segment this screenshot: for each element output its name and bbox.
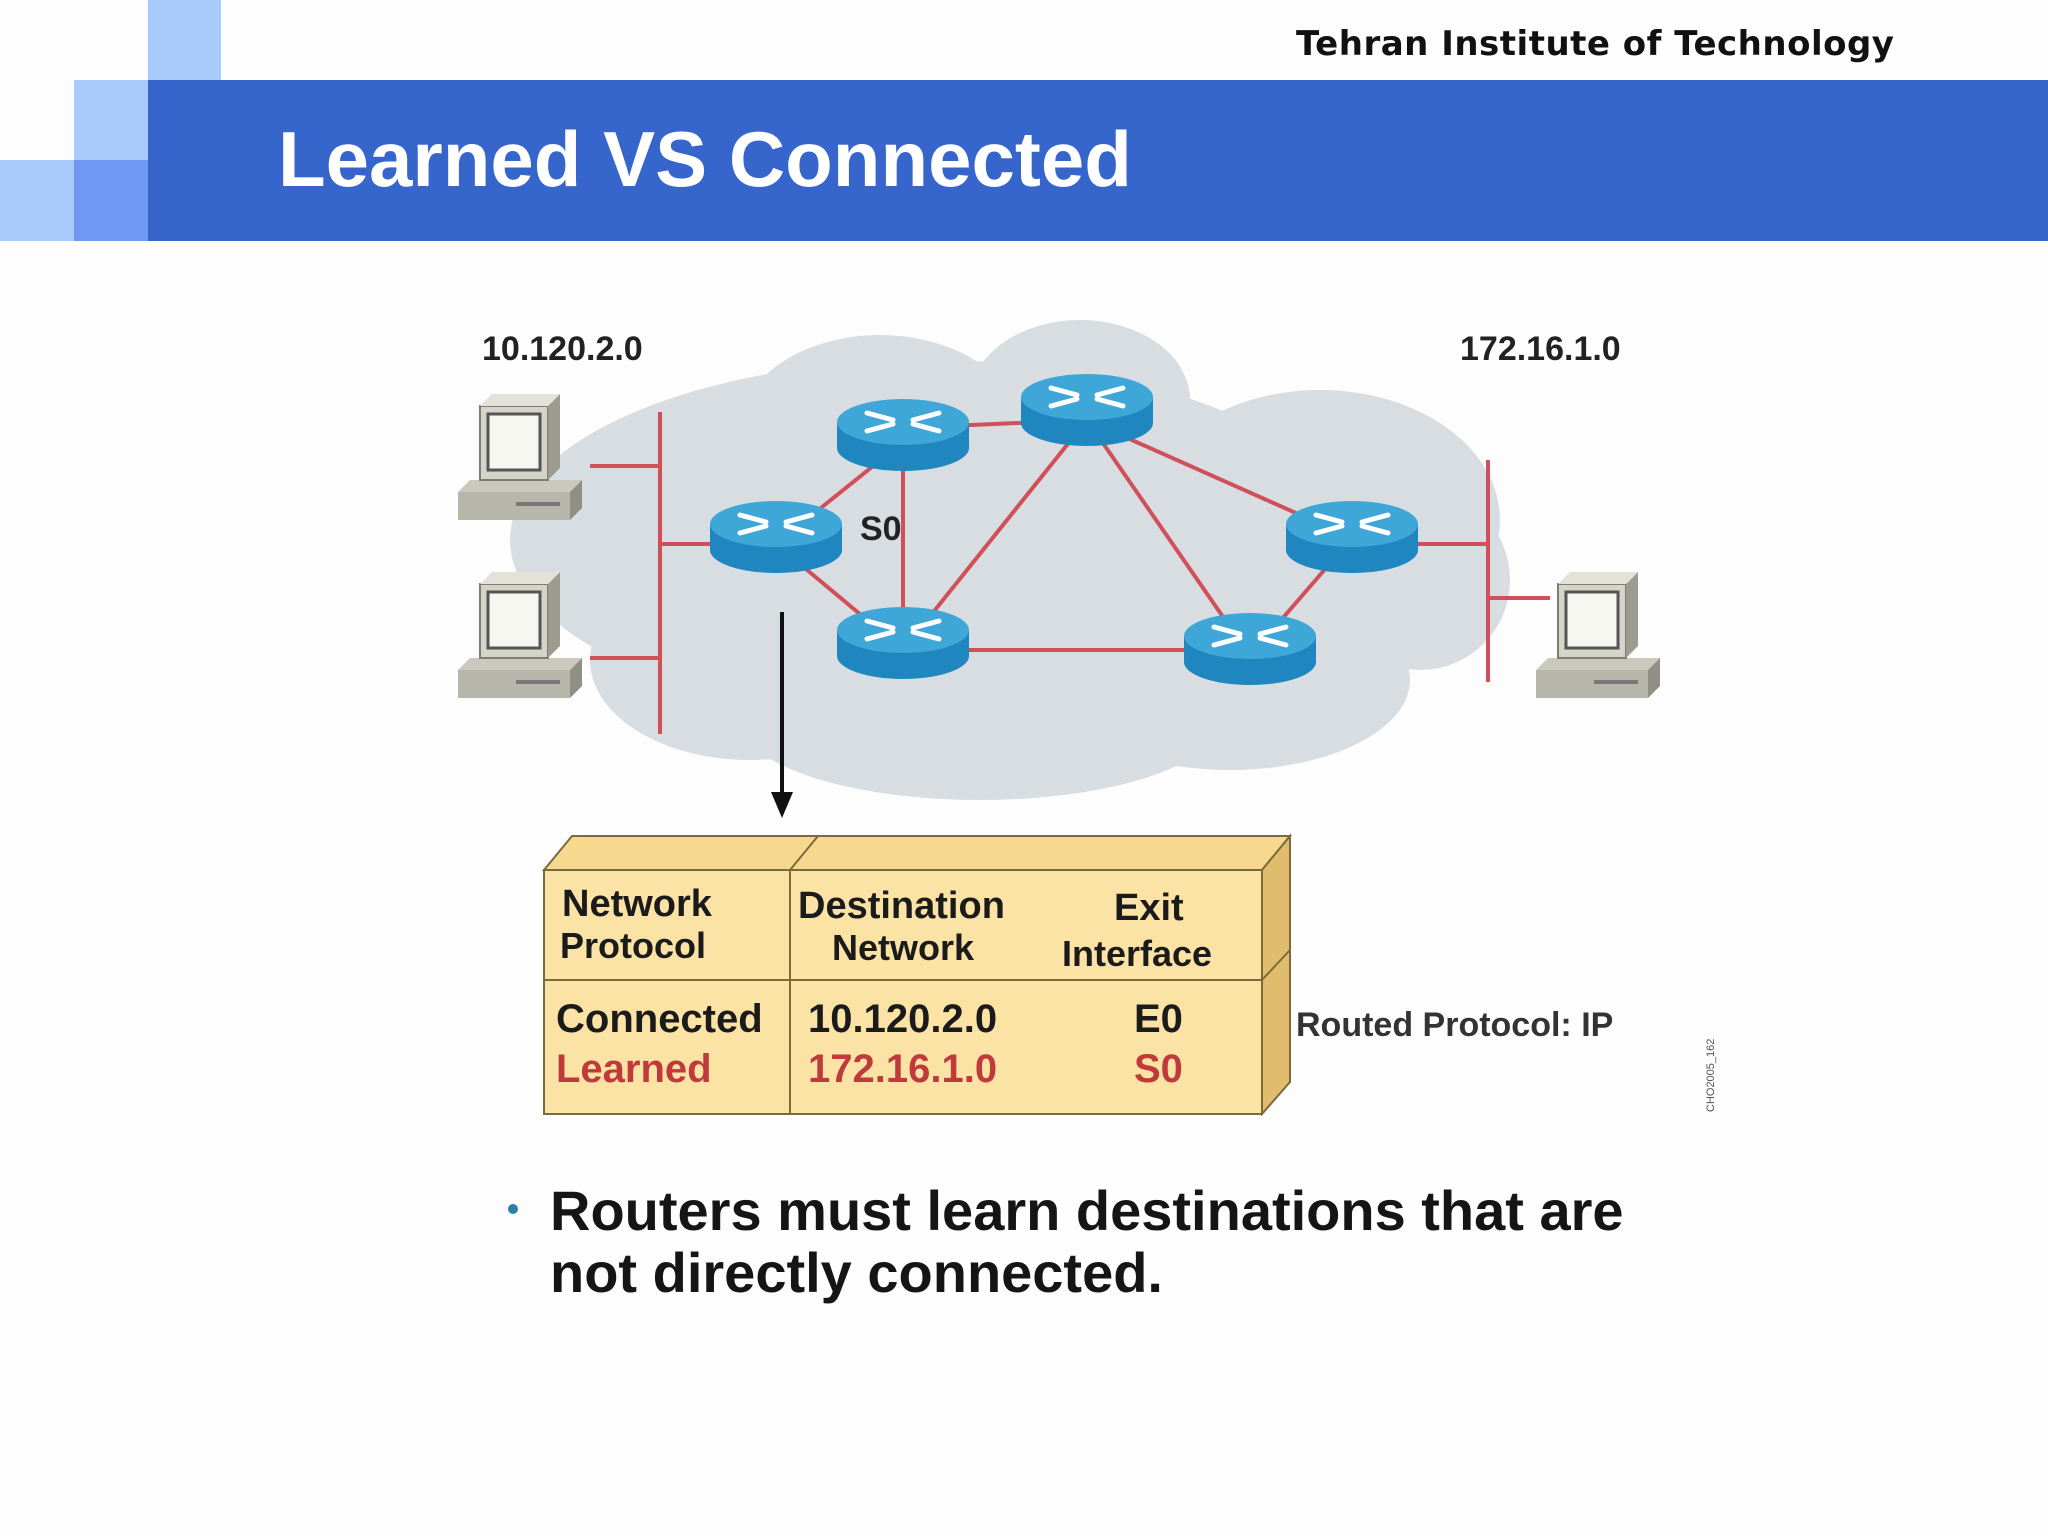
corner-square-mid: [74, 80, 148, 160]
table-cell-interface: S0: [1134, 1047, 1183, 1091]
header-col3-line1: Exit: [1114, 887, 1184, 929]
bullet-line-1: Routers must learn destinations that are: [550, 1179, 1624, 1242]
table-cell-network: 172.16.1.0: [808, 1047, 997, 1091]
header-col1-line1: Network: [562, 883, 713, 925]
header-col2-line1: Destination: [798, 885, 1005, 927]
lan-links: [590, 412, 1550, 734]
router-icon-bottom-left: [837, 607, 969, 679]
interface-s0-label: S0: [860, 510, 902, 548]
left-network-label: 10.120.2.0: [482, 330, 643, 368]
institute-name: Tehran Institute of Technology: [1296, 24, 1895, 64]
routing-table: Network Protocol Destination Network Exi…: [541, 833, 1293, 1117]
computer-icon-right: [1534, 570, 1662, 700]
bullet-text: Routers must learn destinations that are…: [550, 1180, 1624, 1304]
corner-square-top: [148, 0, 221, 80]
bullet-dot-icon: [508, 1204, 518, 1214]
header-col2-line2: Network: [832, 927, 975, 968]
corner-square-bottom-mid: [74, 160, 148, 241]
router-icon-bottom-right: [1184, 613, 1316, 685]
router-icon-top-right: [1021, 374, 1153, 446]
arrow-down-icon: [771, 792, 793, 818]
table-cell-protocol: Connected: [556, 997, 763, 1041]
table-cell-network: 10.120.2.0: [808, 997, 997, 1041]
table-cell-protocol: Learned: [556, 1047, 712, 1091]
router-icon-edge-left: [710, 501, 842, 573]
router-icon-edge-right: [1286, 501, 1418, 573]
corner-square-bottom-left: [0, 160, 74, 241]
router-icon-top-left: [837, 399, 969, 471]
title-bar: [148, 80, 2048, 241]
right-network-label: 172.16.1.0: [1460, 330, 1621, 368]
header-col1-line2: Protocol: [560, 925, 706, 966]
table-cell-interface: E0: [1134, 997, 1183, 1041]
routed-protocol-label: Routed Protocol: IP: [1296, 1006, 1613, 1044]
header-col3-line2: Interface: [1062, 933, 1212, 974]
slide-title: Learned VS Connected: [278, 115, 1132, 203]
figure-code-label: CHO2005_162: [1705, 1039, 1717, 1112]
bullet-line-2: not directly connected.: [550, 1241, 1163, 1304]
